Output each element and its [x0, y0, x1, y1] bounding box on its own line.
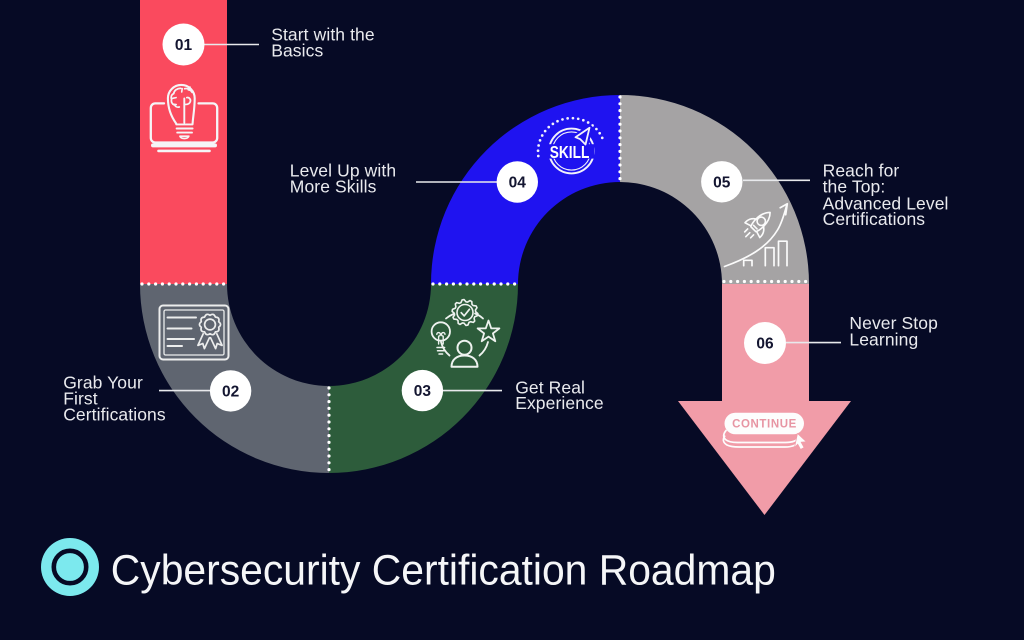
svg-text:Start with the: Start with the: [271, 25, 375, 45]
svg-text:Certifications: Certifications: [63, 405, 166, 425]
svg-text:the Top:: the Top:: [823, 176, 886, 196]
svg-text:Certifications: Certifications: [823, 209, 926, 229]
svg-text:Never Stop: Never Stop: [849, 313, 938, 333]
svg-text:Advanced Level: Advanced Level: [823, 193, 949, 213]
svg-text:SKILL: SKILL: [550, 142, 590, 162]
svg-text:02: 02: [222, 383, 239, 400]
svg-text:05: 05: [713, 174, 731, 191]
svg-text:04: 04: [509, 175, 527, 192]
svg-text:Experience: Experience: [515, 393, 604, 413]
svg-text:Grab Your: Grab Your: [63, 373, 143, 393]
svg-text:CONTINUE: CONTINUE: [732, 419, 797, 431]
svg-text:06: 06: [756, 336, 774, 353]
svg-text:Reach for: Reach for: [823, 161, 900, 181]
svg-text:Cybersecurity Certification Ro: Cybersecurity Certification Roadmap: [111, 547, 776, 595]
svg-text:Level Up with: Level Up with: [290, 161, 396, 181]
svg-text:03: 03: [414, 383, 432, 400]
svg-text:Get Real: Get Real: [515, 377, 585, 397]
svg-text:First: First: [63, 389, 98, 409]
svg-text:01: 01: [175, 37, 193, 54]
svg-text:More Skills: More Skills: [290, 177, 377, 197]
svg-text:Basics: Basics: [271, 40, 323, 60]
svg-text:Learning: Learning: [849, 330, 918, 350]
